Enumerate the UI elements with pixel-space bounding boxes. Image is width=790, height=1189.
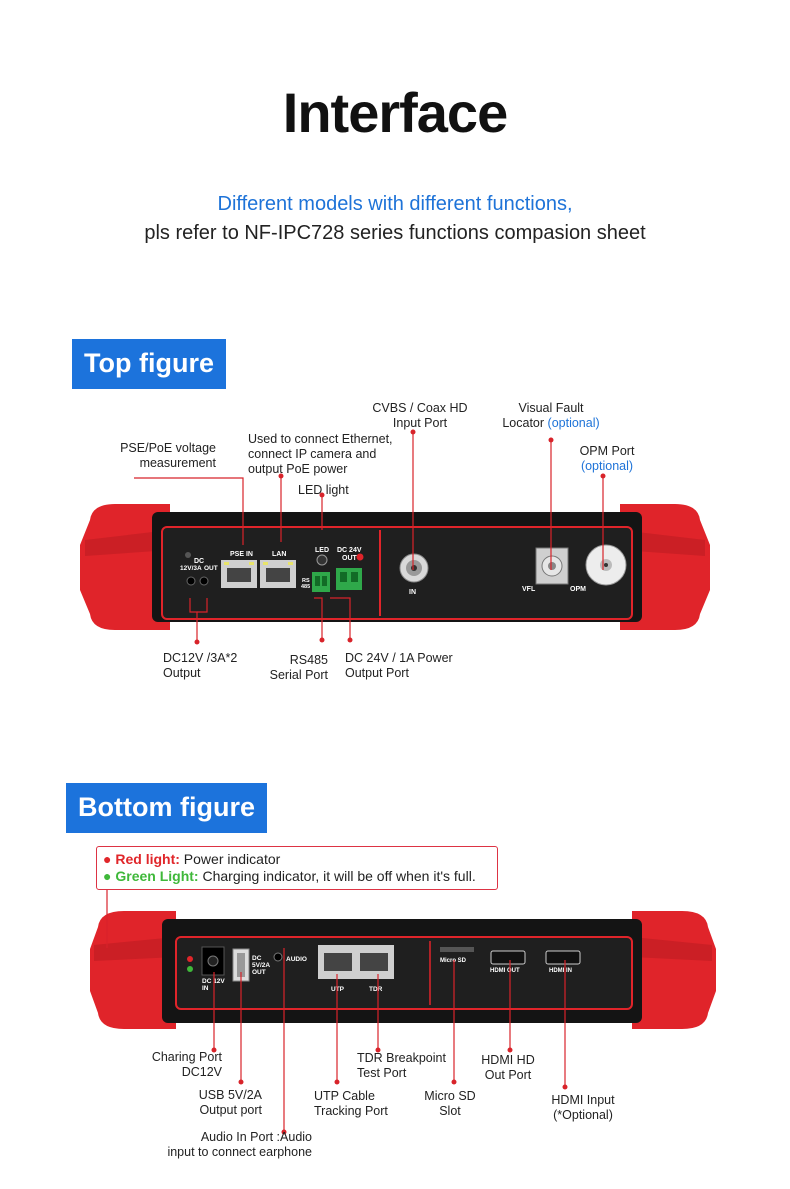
svg-text:RS: RS: [302, 578, 310, 584]
hdmi-out-port: [490, 950, 526, 965]
svg-text:IN: IN: [202, 985, 209, 992]
legend-red: ● Red light: Power indicator: [103, 851, 281, 867]
indicator-legend: ● Red light: Power indicator ● Green Lig…: [96, 846, 498, 890]
page-title: Interface: [282, 81, 508, 144]
top-device-illustration: DC 12V/3A OUT PSE IN LAN LED DC 24V OUT …: [80, 504, 710, 630]
bottom-leader-lines: [106, 890, 568, 1135]
svg-text:5V/2A: 5V/2A: [252, 962, 270, 969]
top-figure-tag: Top figure: [72, 339, 226, 389]
svg-text:VFL: VFL: [522, 586, 536, 593]
svg-text:PSE IN: PSE IN: [230, 551, 253, 558]
svg-text:IN: IN: [409, 589, 416, 596]
svg-text:UTP: UTP: [331, 986, 345, 993]
svg-text:HDMI OUT: HDMI OUT: [490, 968, 520, 974]
dc-text: DC: [194, 558, 204, 565]
dc-out-text: OUT: [204, 565, 218, 572]
svg-text:485: 485: [301, 584, 310, 590]
led-indicator: [316, 554, 328, 566]
svg-text:OUT: OUT: [342, 555, 358, 562]
subtitle-line-2: pls refer to NF-IPC728 series functions …: [144, 222, 646, 244]
hdmi-in-port: [545, 950, 581, 965]
svg-text:HDMI IN: HDMI IN: [549, 968, 572, 974]
bottom-device-illustration: DC 12V IN DC 5V/2A OUT AUDIO UTP TDR Mic…: [90, 911, 716, 1029]
opm-label: OPM Port(optional): [579, 444, 635, 473]
port-panel: [161, 526, 633, 620]
svg-text:DC: DC: [252, 955, 262, 962]
svg-text:AUDIO: AUDIO: [286, 956, 307, 963]
audio-jack: [273, 952, 283, 962]
bottom-figure-tag: Bottom figure: [66, 783, 267, 833]
subtitle-line-1: Different models with different function…: [217, 193, 573, 215]
dc-12v-text: 12V/3A: [180, 565, 202, 572]
top-leader-lines: [134, 429, 606, 645]
svg-text:OPM: OPM: [570, 586, 586, 593]
vfl-label: Visual Fault Locator (optional): [502, 401, 600, 430]
led-label: LED light: [298, 483, 349, 497]
legend-green: ● Green Light: Charging indicator, it wi…: [103, 868, 476, 884]
svg-text:TDR: TDR: [369, 986, 383, 993]
svg-text:Micro SD: Micro SD: [440, 958, 467, 964]
svg-text:LAN: LAN: [272, 551, 286, 558]
svg-text:LED: LED: [315, 547, 329, 554]
ethernet-label: Used to connect Ethernet,connect IP came…: [248, 432, 393, 476]
hdmi-in-label: HDMI Input(*Optional): [551, 1093, 615, 1122]
svg-text:OUT: OUT: [252, 969, 266, 976]
svg-text:DC 24V: DC 24V: [337, 547, 362, 554]
